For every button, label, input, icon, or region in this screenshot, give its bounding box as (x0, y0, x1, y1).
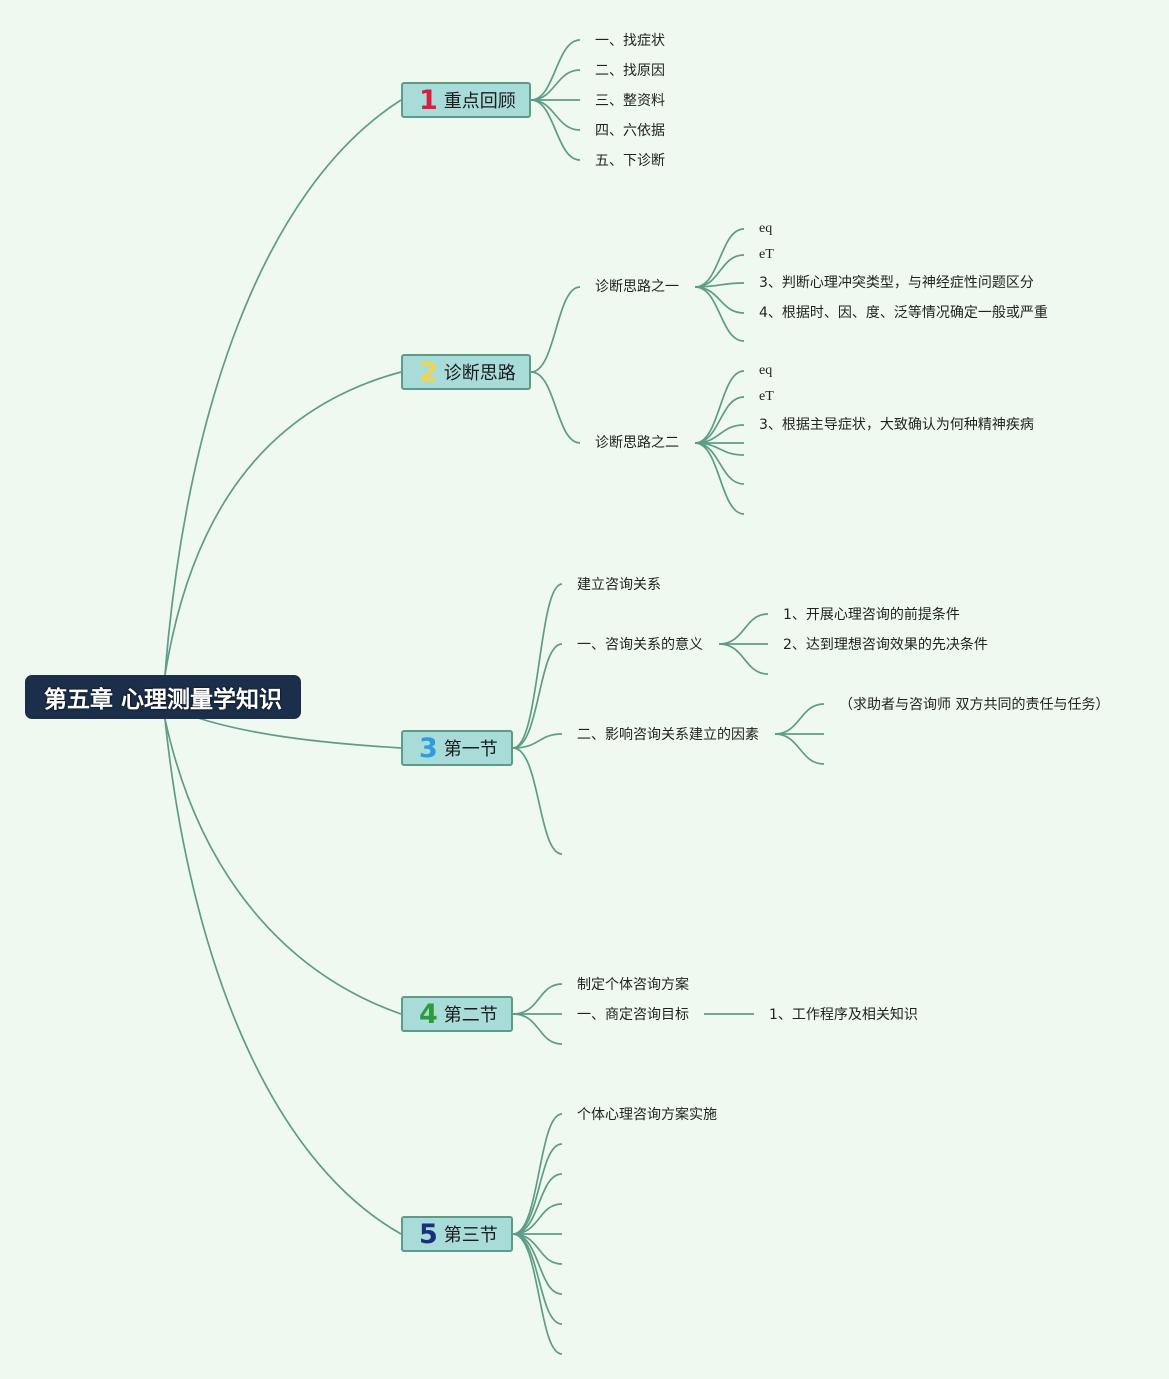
leaf-item[interactable]: 五、下诊断 (595, 153, 665, 169)
sub-node-diagnosis-1[interactable]: 诊断思路之一 (595, 279, 679, 295)
link-root-branch1 (164, 99, 402, 676)
leaf-item[interactable]: 1、开展心理咨询的前提条件 (783, 607, 960, 623)
branch-number-3: 3 (419, 732, 438, 764)
sub-node-relation-meaning[interactable]: 一、咨询关系的意义 (577, 637, 703, 653)
branch-number-1: 1 (419, 84, 438, 116)
leaf-item[interactable]: 四、六依据 (595, 123, 665, 139)
branch-label-3: 第一节 (443, 739, 498, 760)
leaf-item[interactable]: （求助者与咨询师 双方共同的责任与任务） (839, 697, 1110, 713)
branch-label-1: 重点回顾 (443, 91, 516, 112)
sub-node-relation-factors[interactable]: 二、影响咨询关系建立的因素 (577, 727, 759, 743)
branch-node-1[interactable]: 1 重点回顾 (401, 82, 531, 118)
link-root-branch3 (194, 716, 402, 749)
leaf-item[interactable]: 4、根据时、因、度、泛等情况确定一般或严重 (759, 305, 1048, 321)
leaf-item[interactable]: 1、工作程序及相关知识 (769, 1007, 918, 1023)
sub-node-build-relation[interactable]: 建立咨询关系 (577, 577, 661, 593)
leaf-item[interactable]: eq (759, 221, 773, 236)
sub-node-diagnosis-2[interactable]: 诊断思路之二 (595, 435, 679, 451)
branch-node-4[interactable]: 4 第二节 (401, 996, 513, 1032)
leaf-item[interactable]: eT (759, 389, 774, 404)
branch-number-2: 2 (419, 356, 438, 388)
sub-node-plan-implementation[interactable]: 个体心理咨询方案实施 (577, 1107, 717, 1123)
leaf-item[interactable]: 三、整资料 (595, 93, 665, 109)
sub-node-make-plan[interactable]: 制定个体咨询方案 (577, 977, 689, 993)
sub-node-set-goals[interactable]: 一、商定咨询目标 (577, 1007, 689, 1023)
leaf-item[interactable]: 3、根据主导症状，大致确认为何种精神疾病 (759, 417, 1034, 433)
branch-node-2[interactable]: 2 诊断思路 (401, 354, 531, 390)
leaf-item[interactable]: 二、找原因 (595, 63, 665, 79)
branch-number-5: 5 (419, 1218, 438, 1250)
branch-label-5: 第三节 (443, 1225, 498, 1246)
branch-node-5[interactable]: 5 第三节 (401, 1216, 513, 1252)
link-root-branch4 (164, 718, 402, 1015)
link-root-branch2 (164, 371, 402, 676)
root-node[interactable]: 第五章 心理测量学知识 (25, 675, 301, 719)
branch-number-4: 4 (419, 998, 438, 1030)
leaf-item[interactable]: 2、达到理想咨询效果的先决条件 (783, 637, 988, 653)
leaf-item[interactable]: 3、判断心理冲突类型，与神经症性问题区分 (759, 275, 1034, 291)
leaf-item[interactable]: eq (759, 363, 773, 378)
leaf-item[interactable]: 一、找症状 (595, 33, 665, 49)
root-label: 第五章 心理测量学知识 (43, 687, 282, 713)
branch-label-4: 第二节 (443, 1005, 498, 1026)
branch-label-2: 诊断思路 (443, 363, 516, 384)
leaf-item[interactable]: eT (759, 247, 774, 262)
branch-node-3[interactable]: 3 第一节 (401, 730, 513, 766)
link-root-branch5 (164, 718, 402, 1235)
